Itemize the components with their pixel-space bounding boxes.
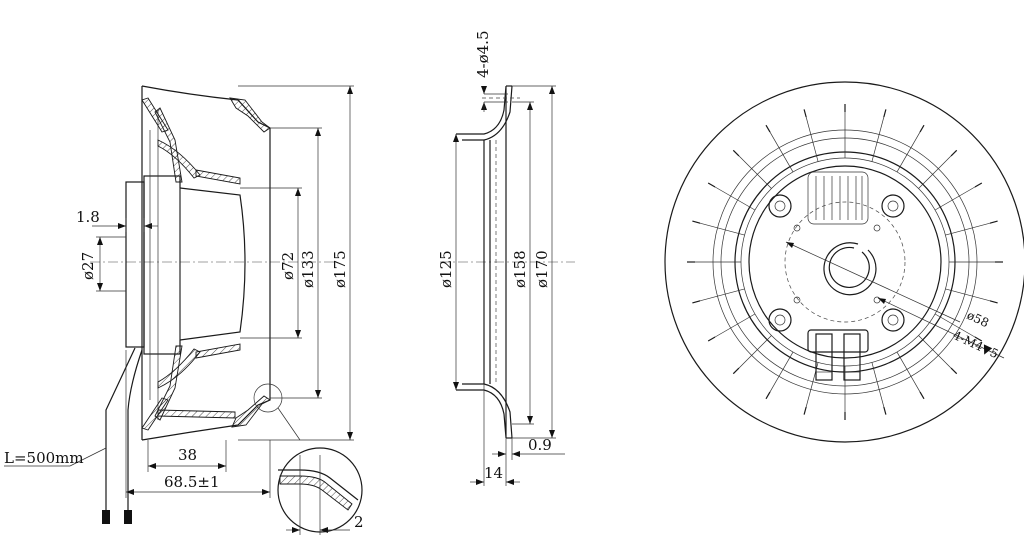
blade-mark	[934, 313, 976, 338]
blade-tip	[883, 406, 887, 415]
blade-mark	[714, 313, 756, 338]
blade-tip	[883, 109, 887, 118]
dim-58: ø58	[965, 308, 991, 330]
dim-0-9: 0.9	[528, 436, 552, 454]
blade-tip	[950, 149, 958, 157]
cable-length-label: L=500mm	[4, 449, 84, 467]
blade-tip	[732, 367, 740, 375]
blade-tip	[692, 220, 701, 224]
blade-tip	[707, 336, 716, 342]
blade-mark	[945, 222, 990, 236]
dim-1-8: 1.8	[76, 208, 100, 226]
blade-mark	[918, 335, 952, 369]
cable-outlet	[807, 329, 869, 381]
dim-175: ø175	[331, 250, 349, 288]
dim-133: ø133	[299, 250, 317, 288]
blade-tip	[989, 220, 998, 224]
blade-tip	[950, 367, 958, 375]
blade-tip	[765, 124, 771, 133]
dim-68-5: 68.5±1	[164, 473, 220, 491]
blade-mark	[769, 131, 794, 173]
dim-125: ø125	[437, 250, 455, 288]
dim-72: ø72	[279, 252, 297, 280]
front-view: ø58 4-M4▼5	[664, 81, 1024, 443]
blade-mark	[945, 288, 990, 302]
blade-tip	[919, 391, 925, 400]
dim-170: ø170	[533, 250, 551, 288]
blade-tip	[989, 300, 998, 304]
dim-158: ø158	[511, 250, 529, 288]
blade-mark	[700, 288, 745, 302]
heatsink-fins	[807, 171, 869, 225]
blade-tip	[974, 336, 983, 342]
dim-holes: 4-ø4.5	[474, 31, 492, 79]
blade-mark	[738, 335, 772, 369]
blade-tip	[803, 406, 807, 415]
blade-tip	[765, 391, 771, 400]
blade-mark	[871, 362, 885, 407]
blade-tip	[974, 182, 983, 188]
side-view: 1.8 ø27 ø72 ø133 ø175 38 68.5±1 L=500mm …	[4, 85, 364, 535]
dim-27: ø27	[79, 252, 97, 280]
screw-bosses	[768, 194, 905, 332]
blade-mark	[918, 155, 952, 189]
blade-mark	[871, 117, 885, 162]
blade-tip	[692, 300, 701, 304]
blade-mark	[700, 222, 745, 236]
impeller-blade-marks	[687, 104, 1003, 420]
blade-mark	[714, 186, 756, 211]
blade-mark	[896, 131, 921, 173]
blade-mark	[896, 351, 921, 393]
blade-mark	[805, 117, 819, 162]
dim-thread: 4-M4▼5	[951, 328, 1001, 361]
blade-mark	[738, 155, 772, 189]
dim-38: 38	[178, 446, 197, 464]
blade-tip	[707, 182, 716, 188]
blade-tip	[803, 109, 807, 118]
dim-14: 14	[484, 464, 503, 482]
flange-view: 4-ø4.5 ø125 ø158 ø170 0.9 14	[437, 31, 575, 486]
blade-mark	[769, 351, 794, 393]
blade-tip	[732, 149, 740, 157]
blade-mark	[934, 186, 976, 211]
dim-detail-2: 2	[354, 513, 364, 531]
blade-tip	[919, 124, 925, 133]
